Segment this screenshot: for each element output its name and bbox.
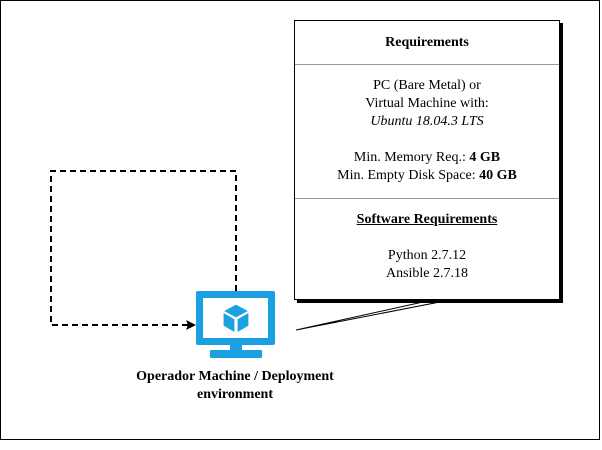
memory-value: 4 GB <box>469 150 501 165</box>
machine-caption: Operador Machine / Deployment environmen… <box>120 368 350 404</box>
ansible-version: Ansible 2.7.18 <box>385 266 469 281</box>
cube-icon <box>221 303 251 335</box>
software-title: Software Requirements <box>356 212 498 227</box>
os-version: Ubuntu 18.04.3 LTS <box>370 114 484 129</box>
requirements-box: Requirements PC (Bare Metal) or Virtual … <box>294 20 560 300</box>
virtual-machine-monitor-icon <box>196 291 275 358</box>
disk-requirement: Min. Empty Disk Space: 40 GB <box>295 167 559 185</box>
caption-line-1: Operador Machine / Deployment <box>136 369 334 384</box>
software-requirements: Software Requirements Python 2.7.12 Ansi… <box>295 199 559 299</box>
disk-value: 40 GB <box>479 168 517 183</box>
python-version: Python 2.7.12 <box>387 248 467 263</box>
caption-line-2: environment <box>197 387 273 402</box>
dashed-loop-arrow <box>50 170 237 326</box>
hw-line-2: Virtual Machine with: <box>365 96 489 111</box>
memory-requirement: Min. Memory Req.: 4 GB <box>295 149 559 167</box>
arrowhead <box>186 320 196 330</box>
memory-label: Min. Memory Req.: <box>353 150 470 165</box>
requirements-title: Requirements <box>295 21 559 65</box>
hardware-requirements: PC (Bare Metal) or Virtual Machine with:… <box>295 65 559 199</box>
disk-label: Min. Empty Disk Space: <box>337 168 480 183</box>
callout-pointer <box>295 299 451 331</box>
hw-line-1: PC (Bare Metal) or <box>373 78 481 93</box>
